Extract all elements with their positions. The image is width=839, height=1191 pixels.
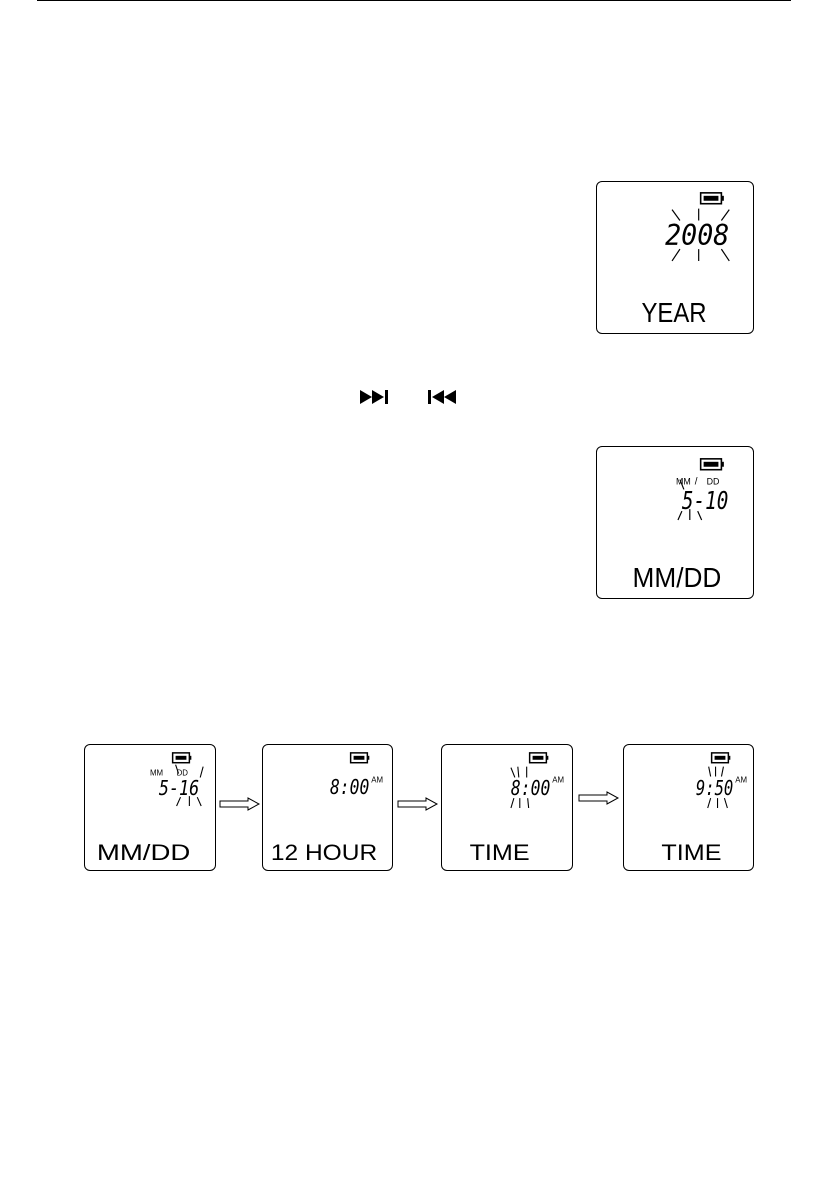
battery-icon <box>699 192 724 205</box>
lcd-seq-time-1-graphic: 8:00 AM TIME <box>470 752 564 865</box>
blink-marks <box>510 766 530 809</box>
seq-12hour-label: 12 HOUR <box>271 840 377 865</box>
slash-tag: / <box>695 477 698 488</box>
top-rule <box>37 0 791 1</box>
lcd-year-display: 2008 YEAR <box>596 181 754 334</box>
am-tag: AM <box>371 775 383 784</box>
mmdd-digits: 5-10 <box>682 486 728 515</box>
lcd-seq-12hour-graphic: 8:00 AM 12 HOUR <box>271 752 383 865</box>
battery-icon <box>528 752 549 764</box>
lcd-mmdd-display: MM / DD 5-10 MM/DD <box>596 446 754 599</box>
seq-time-1-digits: 8:00 <box>511 776 550 800</box>
lcd-seq-time-2-graphic: 9:50 AM TIME <box>661 752 747 865</box>
year-digits: 2008 <box>665 218 729 252</box>
mm-tag: MM <box>150 769 163 778</box>
seq-12hour-digits: 8:00 <box>330 775 369 799</box>
next-track-icon <box>360 390 388 404</box>
blink-marks <box>175 764 204 807</box>
lcd-year-graphic: 2008 YEAR <box>641 192 730 328</box>
battery-icon <box>171 752 192 764</box>
right-arrow-icon <box>397 797 439 811</box>
battery-icon <box>349 752 370 764</box>
previous-track-icon <box>428 390 456 404</box>
dd-tag: DD <box>707 477 720 487</box>
lcd-mmdd-graphic: MM / DD 5-10 MM/DD <box>633 458 728 593</box>
mm-tag: MM <box>676 477 691 487</box>
right-arrow-icon <box>219 797 261 811</box>
seq-time-2-digits: 9:50 <box>696 776 733 800</box>
lcd-seq-12hour: 8:00 AM 12 HOUR <box>262 744 393 871</box>
seq-time-1-label: TIME <box>470 840 530 865</box>
lcd-seq-time-2: 9:50 AM TIME <box>623 744 754 871</box>
dd-tag: DD <box>177 769 189 778</box>
right-arrow-icon <box>578 791 620 805</box>
blink-marks <box>677 479 703 521</box>
blink-marks <box>707 766 728 809</box>
seq-time-2-label: TIME <box>661 840 721 865</box>
mmdd-label: MM/DD <box>633 562 722 593</box>
seq-mmdd-digits: 5-16 <box>159 776 199 800</box>
am-tag: AM <box>552 775 564 784</box>
battery-icon <box>710 752 731 764</box>
seq-mmdd-label: MM/DD <box>97 840 191 865</box>
blink-marks <box>671 208 730 262</box>
lcd-seq-mmdd-graphic: MM DD 5-16 MM/DD <box>97 752 204 865</box>
lcd-seq-time-1: 8:00 AM TIME <box>441 744 573 871</box>
battery-icon <box>699 458 724 471</box>
am-tag: AM <box>735 775 747 784</box>
year-label: YEAR <box>641 297 706 328</box>
lcd-seq-mmdd: MM DD 5-16 MM/DD <box>84 744 216 871</box>
